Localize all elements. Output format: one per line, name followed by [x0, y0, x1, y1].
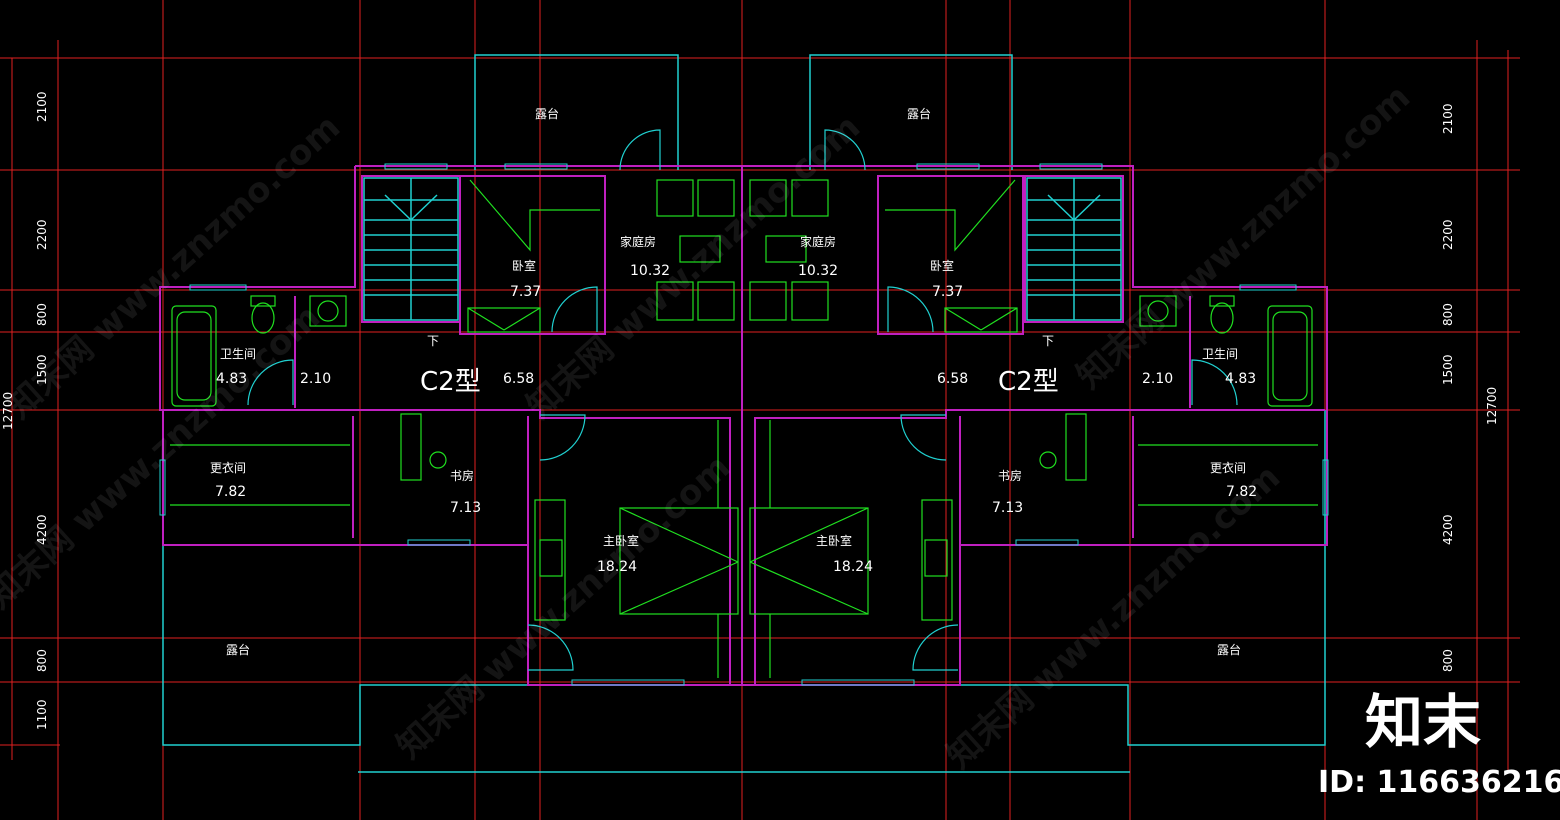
watermark: 知末网 www.znzmo.com 知末网 www.znzmo.com 知末网 …	[0, 77, 1418, 777]
closet-right-area: 2.10	[1142, 371, 1173, 387]
type-label-right: C2型	[998, 367, 1059, 397]
furniture	[170, 179, 1318, 678]
image-id: ID: 1166362162	[1318, 765, 1560, 800]
watermark-text: 知末网 www.znzmo.com	[0, 297, 328, 617]
bedroom-left-area: 7.37	[510, 284, 541, 300]
dim-right-6: 800	[1441, 649, 1455, 672]
dressing-room-right-area: 7.82	[1226, 484, 1257, 500]
study-right-label: 书房	[998, 468, 1022, 483]
dim-right-2: 2200	[1441, 219, 1455, 250]
terrace-top-left-label: 露台	[535, 106, 559, 121]
dressing-room-left-label: 更衣间	[210, 460, 246, 475]
dressing-room-right-label: 更衣间	[1210, 460, 1246, 475]
master-bedroom-left-label: 主卧室	[603, 533, 639, 548]
stair-down-right: 下	[1042, 334, 1054, 348]
dimensions-left: 2100 2200 800 1500 4200 800 1100 12700	[1, 91, 49, 730]
bathroom-left-area: 4.83	[216, 371, 247, 387]
windows	[159, 163, 1329, 686]
family-room-right-area: 10.32	[798, 263, 838, 279]
dim-left-7: 1100	[35, 699, 49, 730]
closet-left-area: 2.10	[300, 371, 331, 387]
terrace-bottom-left-label: 露台	[226, 642, 250, 657]
master-bedroom-right-area: 18.24	[833, 559, 873, 575]
dimensions-right: 2100 2200 800 1500 4200 800 12700	[1441, 103, 1499, 672]
watermark-text: 知末网 www.znzmo.com	[389, 447, 738, 767]
dim-left-6: 800	[35, 649, 49, 672]
brand-block: 知末 ID: 1166362162	[1318, 688, 1560, 800]
brand-logo: 知末	[1365, 688, 1481, 756]
family-room-right-label: 家庭房	[800, 234, 836, 249]
dressing-room-left-area: 7.82	[215, 484, 246, 500]
study-right-area: 7.13	[992, 500, 1023, 516]
dim-right-total: 12700	[1485, 387, 1499, 425]
family-room-left-label: 家庭房	[620, 234, 656, 249]
dim-left-total: 12700	[1, 392, 15, 430]
bathroom-right-area: 4.83	[1225, 371, 1256, 387]
bedroom-right-label: 卧室	[930, 258, 954, 273]
doors	[247, 129, 1238, 671]
master-bedroom-right-label: 主卧室	[816, 533, 852, 548]
dim-left-1: 2100	[35, 91, 49, 122]
dim-left-2: 2200	[35, 219, 49, 250]
bathroom-right-label: 卫生间	[1202, 347, 1238, 361]
dim-right-1: 2100	[1441, 103, 1455, 134]
dim-right-3: 800	[1441, 303, 1455, 326]
hall-right-area: 6.58	[937, 371, 968, 387]
dim-right-5: 4200	[1441, 514, 1455, 545]
master-bedroom-left-area: 18.24	[597, 559, 637, 575]
stairs-right	[1026, 177, 1122, 321]
stairs-left	[363, 177, 459, 321]
bedroom-left-label: 卧室	[512, 258, 536, 273]
family-room-left-area: 10.32	[630, 263, 670, 279]
dim-right-4: 1500	[1441, 354, 1455, 385]
hall-left-area: 6.58	[503, 371, 534, 387]
dim-left-5: 4200	[35, 514, 49, 545]
dim-left-4: 1500	[35, 354, 49, 385]
bedroom-right-area: 7.37	[932, 284, 963, 300]
room-labels-left: 露台 家庭房 10.32 卧室 7.37 下 卫生间 4.83 2.10 C2型…	[210, 106, 670, 657]
terrace-top-right-label: 露台	[907, 106, 931, 121]
study-left-area: 7.13	[450, 500, 481, 516]
terrace-bottom-right-label: 露台	[1217, 642, 1241, 657]
stair-down-left: 下	[427, 334, 439, 348]
bathroom-left-label: 卫生间	[220, 347, 256, 361]
outer-outline	[162, 54, 1326, 773]
study-left-label: 书房	[450, 468, 474, 483]
room-labels-right: 露台 家庭房 10.32 卧室 7.37 下 卫生间 4.83 2.10 6.5…	[798, 106, 1257, 657]
type-label-left: C2型	[420, 367, 481, 397]
dim-left-3: 800	[35, 303, 49, 326]
walls	[159, 165, 1328, 686]
